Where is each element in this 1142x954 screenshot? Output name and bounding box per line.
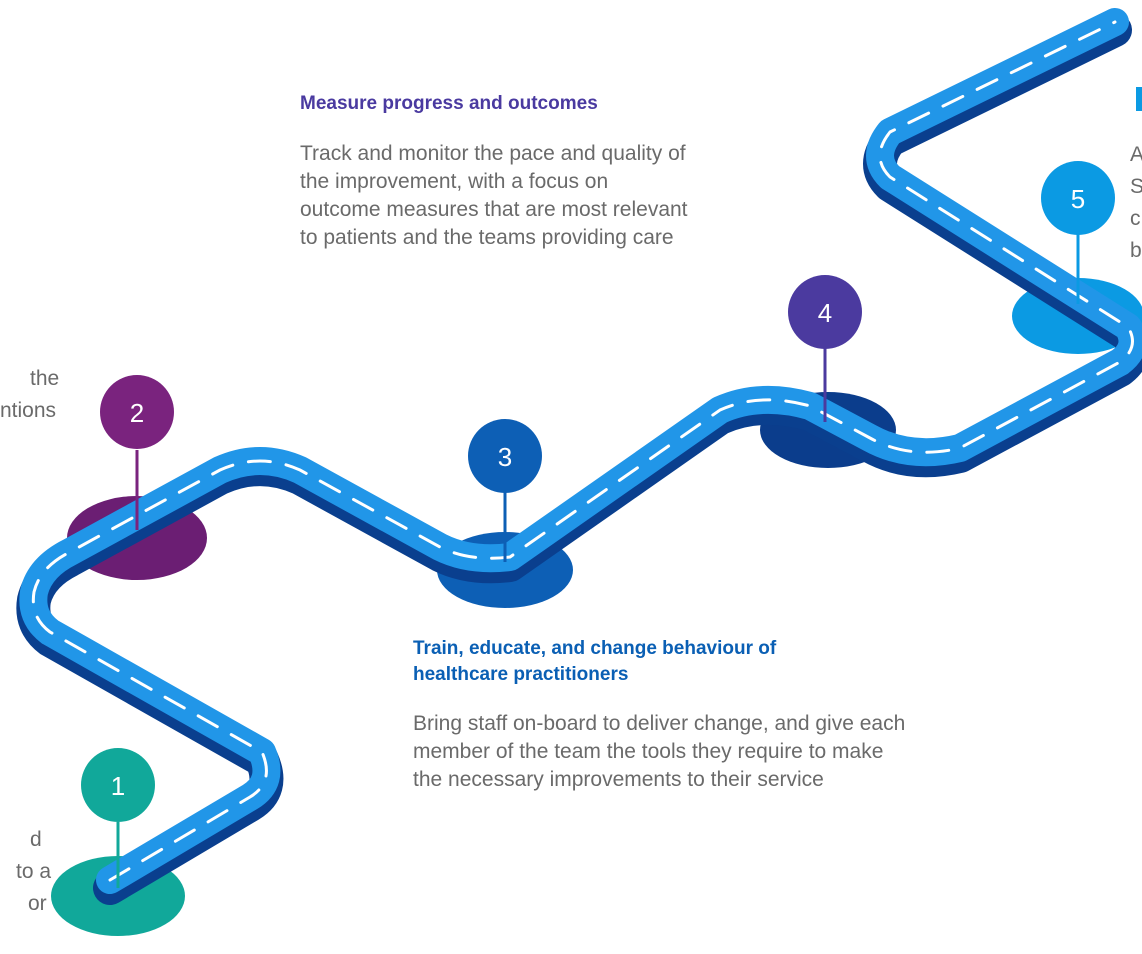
road-center-line [31,20,1134,882]
train-heading-line-1: Train, educate, and change behaviour of [413,638,777,659]
step-2-number: 2 [130,398,144,428]
step-5-text-fragment-1: A [1130,143,1142,166]
train-heading: Train, educate, and change behaviour of … [413,636,973,688]
step-4-badge [788,275,862,349]
train-line-3: the necessary improvements to their serv… [413,768,824,791]
train-line-2: member of the team the tools they requir… [413,740,884,763]
step-5-heading-fragment [1136,87,1142,111]
measure-heading: Measure progress and outcomes [300,93,598,114]
step-5-badge [1041,161,1115,235]
train-description: Bring staff on-board to deliver change, … [413,710,1013,794]
step-1-text-fragment-2: to a [16,860,52,883]
step-3-number: 3 [498,442,512,472]
step-3-badge [468,419,542,493]
step-5-number: 5 [1071,184,1085,214]
measure-line-4: to patients and the teams providing care [300,226,674,249]
measure-description: Track and monitor the pace and quality o… [300,140,820,252]
measure-line-1: Track and monitor the pace and quality o… [300,142,686,165]
step-1-badge [81,748,155,822]
train-heading-line-2: healthcare practitioners [413,664,629,685]
measure-line-3: outcome measures that are most relevant [300,198,688,221]
step-5-text-fragment-3: c [1130,207,1141,230]
train-line-1: Bring staff on-board to deliver change, … [413,712,906,735]
step-4-number: 4 [818,298,832,328]
step-5-text-fragment-4: b [1130,239,1142,262]
step-5-text-fragment-2: S [1130,175,1142,198]
step-2-text-fragment-2: ntions [0,399,57,422]
step-2-text-fragment-1: the [30,367,60,390]
step-1-text-fragment-3: or [28,892,47,915]
measure-line-2: the improvement, with a focus on [300,170,609,193]
step-1-text-fragment-1: d [30,828,42,851]
step-2-badge [100,375,174,449]
step-1-number: 1 [111,771,125,801]
